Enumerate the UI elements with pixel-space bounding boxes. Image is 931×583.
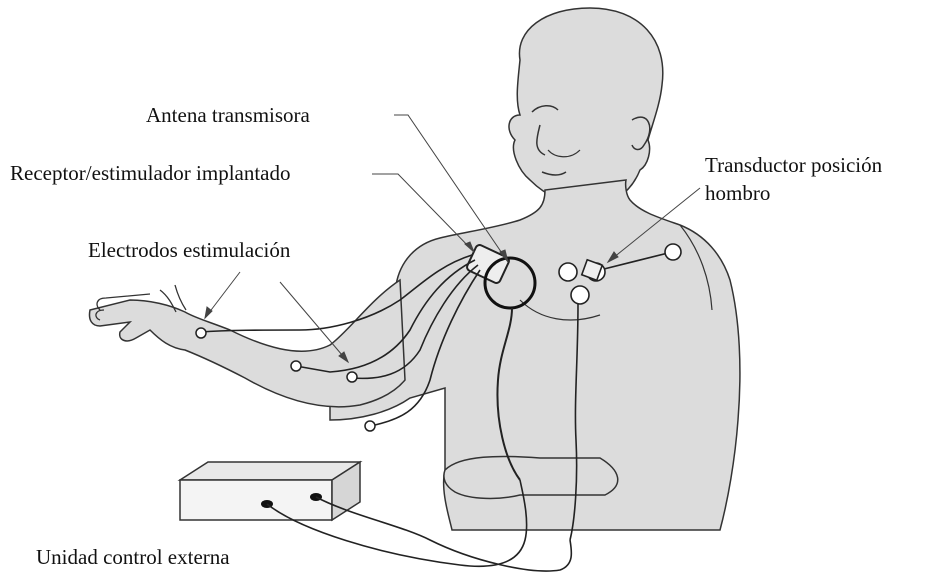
outstretched-arm [89, 280, 405, 407]
label-transducer: Transductor posición hombro [705, 151, 882, 207]
head [509, 8, 663, 205]
control-box-top [180, 462, 360, 480]
label-electrodes: Electrodos estimulación [88, 238, 290, 263]
label-transducer-line1: Transductor posición [705, 151, 882, 179]
folded-forearm [444, 456, 618, 498]
arrow-electrode-hand [205, 307, 212, 318]
transducer-node-3 [571, 286, 589, 304]
head-shape [509, 8, 663, 205]
electrode-forearm-1 [291, 361, 301, 371]
electrode-hand [196, 328, 206, 338]
label-receiver: Receptor/estimulador implantado [10, 161, 291, 186]
control-box-front [180, 480, 332, 520]
electrode-upperarm [365, 421, 375, 431]
transducer-node-1 [559, 263, 577, 281]
label-control-unit: Unidad control externa [36, 545, 230, 570]
transducer-end [665, 244, 681, 260]
label-antenna: Antena transmisora [146, 103, 310, 128]
label-transducer-line2: hombro [705, 179, 882, 207]
electrode-forearm-2 [347, 372, 357, 382]
